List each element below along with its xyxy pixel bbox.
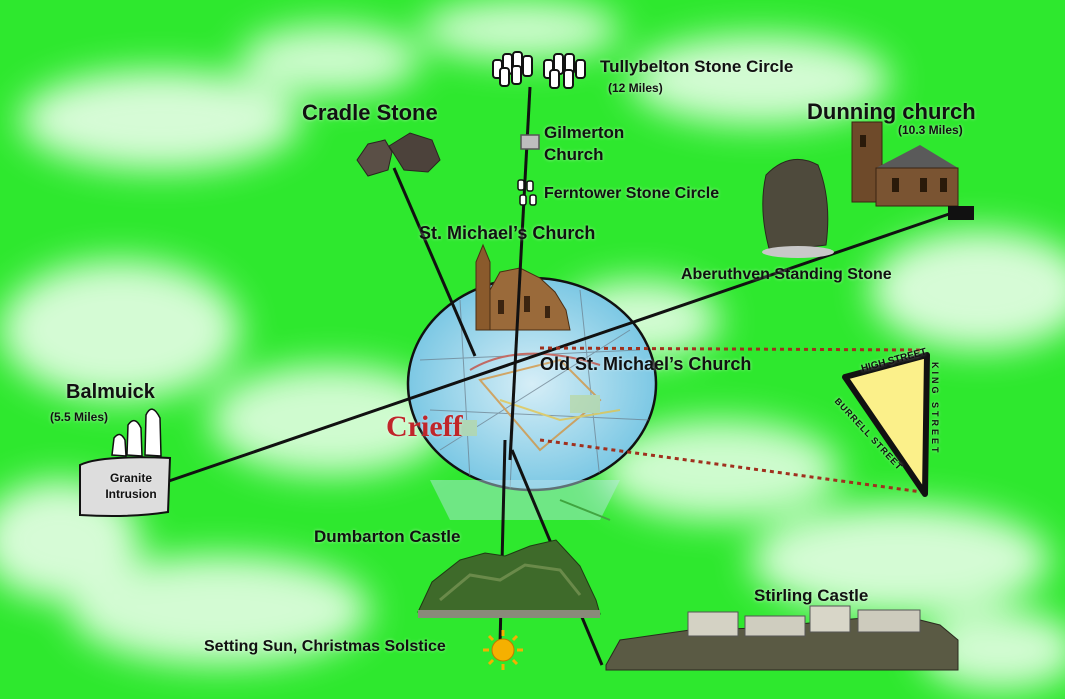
balmuick-stones-image — [79, 408, 172, 517]
setting-sun-label: Setting Sun, Christmas Solstice — [204, 638, 446, 655]
cradle-stone-label: Cradle Stone — [302, 100, 438, 125]
magnify-lines — [539, 346, 923, 494]
crieff-label: Crieff — [386, 410, 463, 443]
king-street-label: KING STREET — [930, 362, 940, 456]
gilmerton-label: Gilmerton Church — [544, 123, 625, 164]
granite-intrusion-label: Granite Intrusion — [105, 471, 157, 501]
cradle-stone-image — [356, 132, 441, 177]
ley-line-dunning-balmuick — [165, 210, 956, 484]
aberuthven-label: Aberuthven Standing Stone — [681, 266, 892, 283]
dunning-church-image — [851, 121, 974, 220]
crieff-street-triangle — [842, 352, 930, 497]
dunning-label: Dunning church — [807, 99, 976, 124]
balmuick-label: Balmuick — [66, 381, 155, 403]
ley-line-cradle — [392, 167, 477, 357]
dumbarton-label: Dumbarton Castle — [314, 527, 461, 546]
gilmerton-church-icon — [520, 134, 540, 150]
crieff-map-circle — [406, 276, 658, 492]
ferntower-label: Ferntower Stone Circle — [544, 185, 720, 202]
balmuick-distance: (5.5 Miles) — [50, 410, 109, 424]
st-michaels-label: St. Michael’s Church — [419, 223, 596, 243]
dumbarton-castle-image — [417, 539, 601, 618]
map-fade — [430, 480, 620, 521]
dunning-distance: (10.3 Miles) — [898, 123, 963, 137]
stirling-castle-image — [605, 605, 959, 671]
aberuthven-standing-stone-image — [762, 158, 834, 258]
old-st-michaels-label: Old St. Michael’s Church — [540, 354, 752, 374]
ferntower-stone-circle-icon — [517, 179, 537, 206]
tullybelton-distance: (12 Miles) — [608, 81, 663, 95]
tullybelton-stone-circle-icon — [492, 51, 586, 89]
tullybelton-label: Tullybelton Stone Circle — [600, 57, 794, 76]
sun-icon — [483, 630, 523, 670]
stirling-label: Stirling Castle — [754, 586, 869, 605]
st-michaels-church-image — [475, 243, 571, 331]
